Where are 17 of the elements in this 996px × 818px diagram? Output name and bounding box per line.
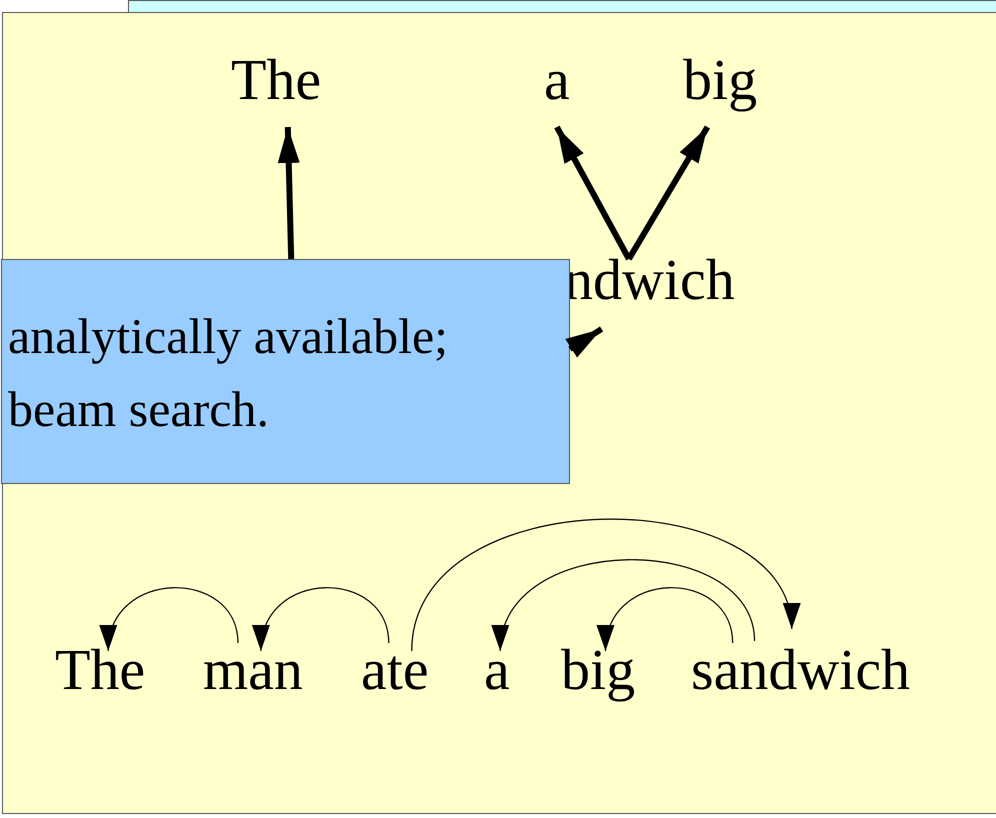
arrow (626, 125, 710, 261)
arrow (554, 126, 632, 260)
callout-box: analytically available; beam search. (1, 259, 570, 484)
word: a (484, 641, 510, 699)
word: ate (361, 641, 429, 699)
word: sandwich (691, 641, 910, 699)
word: The (231, 51, 322, 109)
slide-panel (2, 12, 996, 814)
arrow (278, 126, 300, 260)
word: man (203, 641, 303, 699)
word: The (55, 641, 146, 699)
word: big (561, 641, 636, 699)
arrow (255, 587, 390, 652)
arrow (565, 326, 604, 358)
word: big (683, 51, 758, 109)
word: a (544, 51, 570, 109)
arrow (102, 587, 239, 652)
